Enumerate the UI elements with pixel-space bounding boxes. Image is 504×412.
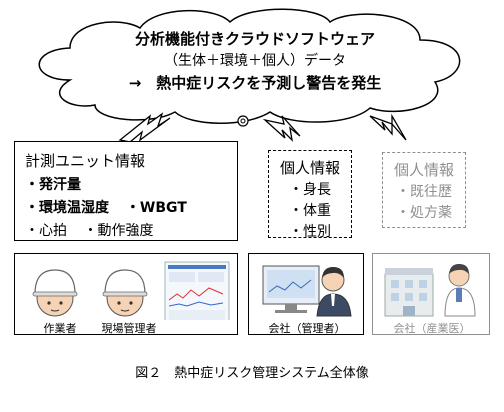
- company-admin-label: 会社（管理者）: [268, 322, 346, 335]
- prescription-item: ・処方薬: [396, 205, 452, 221]
- cloud-shape: [38, 8, 461, 143]
- cloud-title: 分析機能付きクラウドソフトウェア: [134, 30, 375, 48]
- worker-label: 作業者: [43, 322, 77, 335]
- cloud-subtitle: （生体＋環境＋個人）データ: [164, 53, 346, 69]
- weight-item: ・体重: [289, 203, 331, 219]
- env-line: ・環境温湿度 ・WBGT: [25, 197, 237, 217]
- site-manager-icon: [102, 269, 148, 317]
- signal-icon: [118, 112, 407, 143]
- company-doctor-icon: [384, 264, 476, 317]
- site-illustration: [32, 261, 230, 320]
- personal-info-box: 個人情報 ・身長 ・体重 ・性別: [268, 150, 352, 240]
- measurement-unit-title: 計測ユニット情報: [25, 152, 146, 170]
- vital-line: ・心拍 ・動作強度: [25, 220, 237, 240]
- gender-item: ・性別: [289, 224, 331, 240]
- site-box: 作業者 現場管理者: [14, 253, 238, 335]
- medical-history-item: ・既往歴: [396, 184, 452, 200]
- measurement-unit-box: 計測ユニット情報 ・発汗量 ・環境温湿度 ・WBGT ・心拍 ・動作強度: [14, 141, 238, 241]
- figure-caption: 図２ 熱中症リスク管理システム全体像: [135, 366, 369, 381]
- site-manager-label: 現場管理者: [101, 322, 157, 335]
- sweat-item: ・発汗量: [25, 177, 81, 193]
- personal-info-medical-title: 個人情報: [393, 161, 454, 179]
- personal-info-title: 個人情報: [279, 159, 340, 177]
- wbgt-item: ・WBGT: [125, 200, 187, 216]
- personal-info-medical-box: 個人情報 ・既往歴 ・処方薬: [382, 152, 466, 228]
- company-doctor-label: 会社（産業医）: [393, 322, 471, 335]
- heart-rate-item: ・心拍: [25, 223, 67, 239]
- env-temp-item: ・環境温湿度: [25, 200, 109, 216]
- activity-item: ・動作強度: [83, 223, 154, 239]
- company-doctor-box: 会社（産業医）: [372, 253, 490, 335]
- company-admin-icon: [262, 265, 352, 317]
- worker-icon: [32, 269, 78, 317]
- cloud-warning: → 熱中症リスクを予測し警告を発生: [128, 74, 382, 92]
- dashboard-screenshot-icon: [164, 261, 230, 320]
- height-item: ・身長: [289, 182, 331, 198]
- company-admin-box: 会社（管理者）: [248, 253, 364, 335]
